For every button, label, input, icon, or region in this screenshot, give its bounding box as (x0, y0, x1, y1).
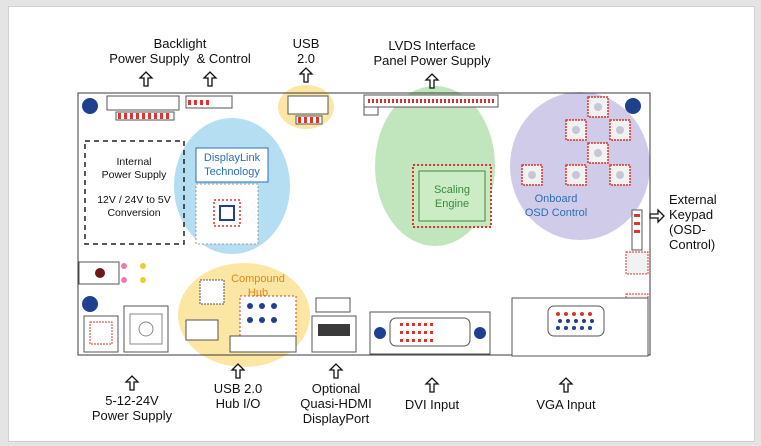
label-vga-input: VGA Input (536, 397, 596, 412)
dvi-connector (369, 311, 491, 355)
diagram-frame (8, 6, 755, 442)
arrow-backlight-control (202, 71, 218, 87)
arrow-usb (298, 67, 314, 83)
label-usb-hub-io: USB 2.0 Hub I/O (213, 381, 263, 411)
arrow-usb-hub-io (230, 363, 246, 379)
optional-port (311, 297, 357, 353)
label-optional-port: Optional Quasi-HDMI DisplayPort (300, 381, 372, 426)
label-lvds: LVDS Interface Panel Power Supply (373, 38, 491, 68)
board-outline (77, 92, 651, 356)
label-dvi-input: DVI Input (404, 397, 460, 412)
vga-connector (511, 297, 649, 357)
left-components (78, 261, 169, 353)
arrow-dvi (424, 377, 440, 393)
displaylink-chip (195, 147, 269, 245)
usb-top-connector (287, 95, 329, 125)
mount-hole (625, 98, 641, 114)
label-backlight: Backlight Power Supply & Control (109, 36, 251, 66)
arrow-power-supply (124, 375, 140, 391)
mount-hole (82, 98, 98, 114)
internal-psu-box (84, 140, 185, 245)
arrows (124, 67, 665, 393)
internal-psu-label: Internal Power Supply (101, 156, 167, 181)
onboard-osd-label: Onboard OSD Control (524, 193, 588, 219)
compound-hub-components (185, 279, 297, 353)
label-usb20: USB 2.0 (292, 36, 320, 66)
arrow-lvds (424, 73, 440, 89)
scaling-engine-chip (412, 164, 492, 228)
displaylink-label: DisplayLink Technology (203, 152, 261, 178)
arrow-keypad (649, 208, 665, 224)
label-power-supply: 5-12-24V Power Supply (91, 393, 173, 423)
compound-hub-label: Compound Hub (231, 273, 285, 299)
label-external-keypad: External Keypad (OSD- Control) (669, 192, 717, 252)
arrow-optional-port (328, 363, 344, 379)
conversion-label: 12V / 24V to 5V Conversion (97, 194, 171, 219)
arrow-vga (558, 377, 574, 393)
lvds-connector (363, 94, 499, 116)
osd-button-caps (528, 103, 624, 179)
backlight-connectors (106, 95, 233, 121)
scaling-engine-label: Scaling Engine (433, 184, 471, 210)
arrow-backlight-power (138, 71, 154, 87)
mount-hole (82, 296, 98, 312)
